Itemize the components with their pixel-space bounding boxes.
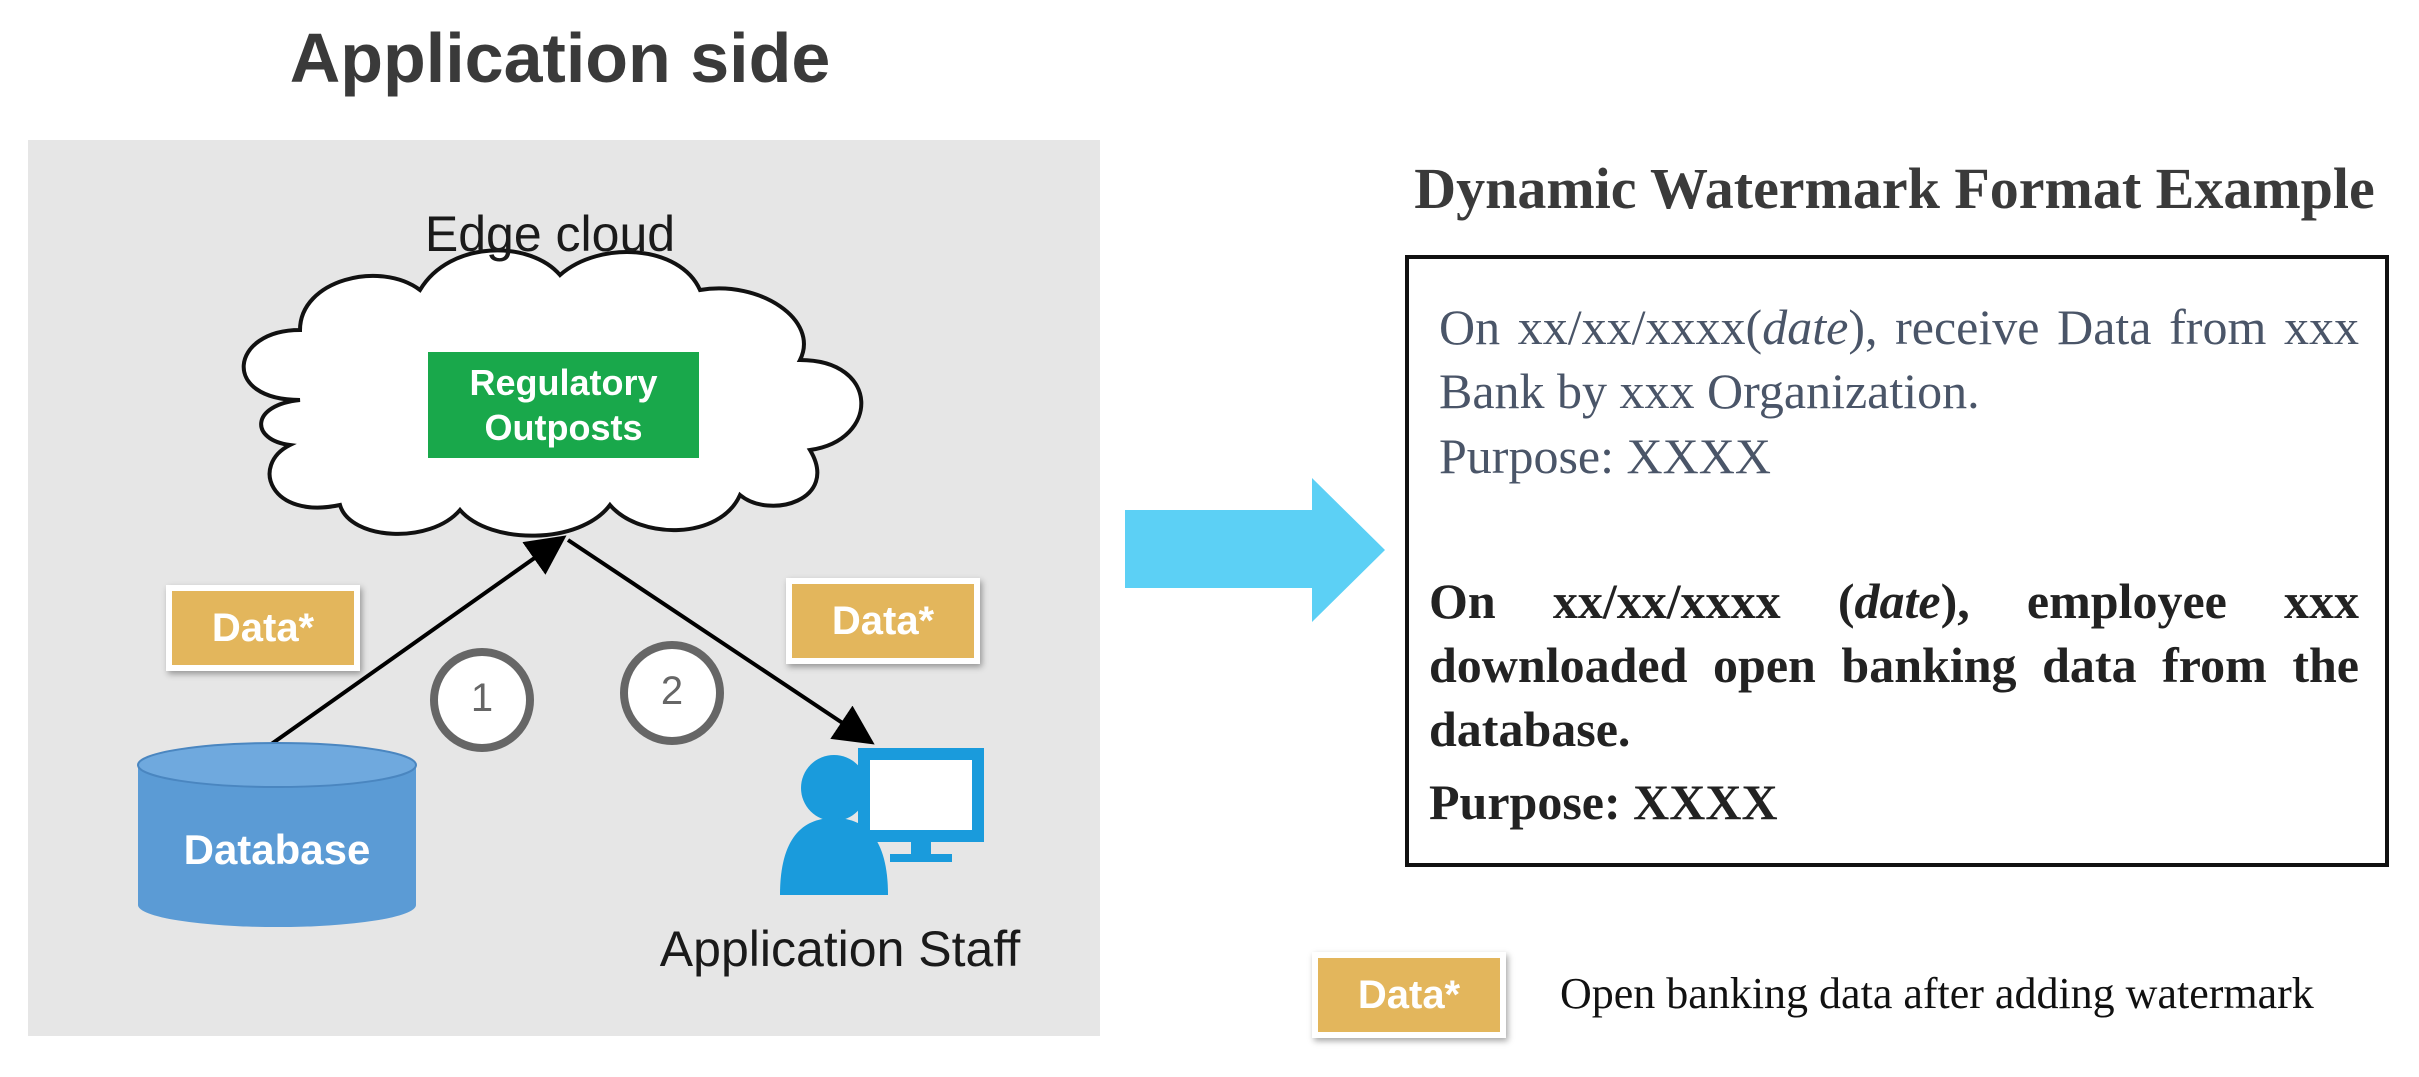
legend-text: Open banking data after adding watermark [1560,969,2314,1018]
bold-watermark-purpose: Purpose: XXXX [1429,774,1778,830]
data-tag-right: Data* [786,578,980,664]
outposts-line-1: Regulatory [469,362,658,403]
legend-data-tag: Data* [1312,952,1506,1038]
staff-icon [780,748,984,895]
database-label: Database [183,826,371,873]
watermark-example-box: On xx/xx/xxxx(date), receive Data from x… [1405,255,2389,867]
watermark-format-title: Dynamic Watermark Format Example [1414,156,2375,221]
application-staff-label: Application Staff [659,921,1021,977]
database-icon [137,742,417,927]
data-tag-left: Data* [166,585,360,671]
regulatory-outposts-box: Regulatory Outposts [428,352,699,458]
big-right-arrow [1125,478,1385,622]
step-2-label: 2 [660,669,684,713]
step-1-circle [430,648,534,752]
bold-watermark-text: On xx/xx/xxxx (date), employee xxx downl… [1429,573,2359,757]
normal-watermark-purpose: Purpose: XXXX [1439,428,1771,484]
step-1-label: 1 [470,676,494,720]
download-arrow [566,538,875,745]
outposts-line-2: Outposts [484,407,643,448]
edge-cloud-label: Edge cloud [424,206,676,262]
left-title: Application side [289,19,831,97]
normal-watermark-text: On xx/xx/xxxx(date), receive Data from x… [1439,299,2360,419]
step-2-circle [620,641,724,745]
upload-arrow [268,535,567,747]
